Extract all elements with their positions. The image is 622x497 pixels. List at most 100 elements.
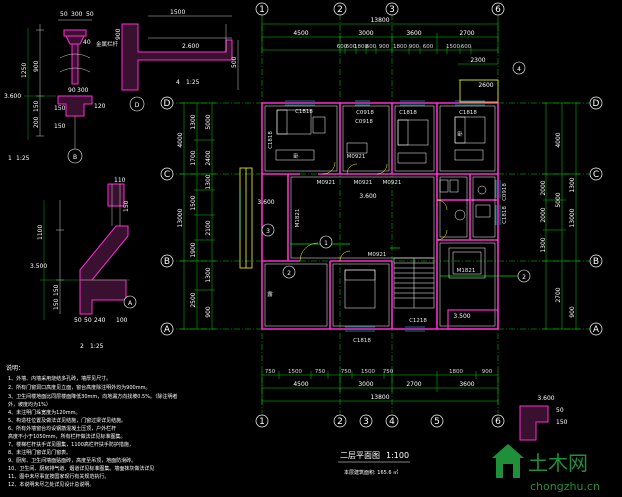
window-tag: C1818 — [502, 206, 508, 224]
level-mark: 3.600 — [4, 93, 21, 100]
notes-heading: 说明： — [6, 364, 24, 372]
watermark-url: chongzhu.cn — [530, 480, 600, 493]
axis-bubble — [359, 414, 373, 428]
dim-right: 900 — [569, 306, 576, 318]
detail-right-bottom: 50 150 — [519, 405, 568, 441]
dim-bottom-1: 750 — [341, 369, 352, 375]
dim-bottom-1: 750 — [315, 369, 326, 375]
axis-bubble — [589, 167, 603, 181]
door-tag: M0921 — [317, 180, 336, 186]
stair — [393, 257, 435, 309]
dimension-text-side: 4000 1300 5000 1700 2400 1300 1500 2100 … — [177, 114, 576, 318]
house-icon — [492, 444, 524, 478]
door-tag: M0921 — [383, 180, 402, 186]
detail-dim: 150 — [33, 100, 40, 112]
window-tag: C0918 — [355, 119, 373, 125]
axis-label-bottom-4: 4 — [389, 417, 395, 427]
axis-bubble — [491, 414, 505, 428]
detail-2-scale: 1:25 — [90, 343, 104, 350]
dim-right: 2000 — [540, 207, 547, 222]
dim-total-bottom: 13800 — [370, 394, 389, 401]
level-mark: 3.500 — [453, 313, 470, 320]
note-line: 6、所有外墙窗台均设钢筋混凝土压顶，户外栏杆 — [8, 425, 116, 432]
door-tag: M0921 — [354, 180, 373, 186]
axis-label-1: 1 — [259, 5, 265, 15]
level-mark: 3.600 — [257, 199, 274, 206]
dim-sub: 600 — [423, 44, 434, 50]
dim-left: 1300 — [205, 267, 212, 282]
level-mark: 3.500 — [30, 263, 47, 270]
door-tag: M0921 — [368, 252, 387, 258]
window-tag: C1218 — [409, 318, 427, 324]
detail-section-mark: B — [73, 154, 77, 161]
dim-left: 5000 — [205, 114, 212, 129]
dim-right: 2000 — [540, 180, 547, 195]
dim-bottom-1: 750 — [265, 369, 276, 375]
note-line: 5、构造柱位置及做法详见结施，门窗过梁详见结施。 — [8, 417, 126, 424]
callout-label: 2 — [522, 274, 526, 281]
axis-bubble — [255, 2, 269, 16]
dim-sub: 1500 — [446, 44, 460, 50]
window-tag: C1818 — [353, 338, 371, 344]
dim-seg: 4500 — [293, 30, 308, 37]
axis-bubble — [160, 254, 174, 268]
dimension-text-bottom: 750 1500 750 750 1500 750 1800 900 4500 … — [265, 369, 493, 401]
dim-sub: 1800 — [393, 44, 407, 50]
axis-label-D-right: D — [593, 99, 600, 109]
axis-bubble — [589, 96, 603, 110]
watermark: 土木网 chongzhu.cn — [492, 444, 600, 493]
door-swings — [299, 161, 448, 262]
dim-bottom-2: 2700 — [406, 381, 421, 388]
dimension-lines-bottom — [261, 371, 499, 405]
level-mark: 2600 — [478, 82, 493, 89]
axis-bubble — [430, 414, 444, 428]
axis-label-bottom-1: 1 — [259, 417, 265, 427]
detail-dim: 200 — [33, 116, 40, 128]
dim-right: 1300 — [540, 237, 547, 252]
detail-dim: 90 — [68, 87, 76, 94]
axis-label-B-right: B — [593, 257, 599, 267]
detail-dim: 50 — [74, 317, 82, 324]
detail-dim: 1250 — [21, 63, 28, 78]
dim-left: 1300 — [205, 174, 212, 189]
axis-bubbles — [160, 2, 603, 428]
detail-section-mark: D — [135, 102, 140, 109]
windows — [239, 100, 501, 332]
axis-bubble — [385, 414, 399, 428]
detail-4-scale: 1:25 — [186, 79, 200, 86]
dim-sub: 600 — [346, 44, 357, 50]
detail-1-number: 1 — [8, 155, 12, 162]
detail-dim: 300 — [71, 11, 83, 18]
drawing-subtitle: 本层建筑面积: 165.6 ㎡ — [344, 469, 398, 476]
detail-dim: 50 — [86, 11, 94, 18]
dim-right: 2700 — [555, 287, 562, 302]
detail-2-number: 2 — [80, 343, 84, 350]
window-tag: C0918 — [502, 183, 508, 201]
detail-dim: 50 — [60, 11, 68, 18]
dim-sub: 1800 — [354, 44, 368, 50]
dimension-lines-side — [180, 102, 580, 330]
axis-bubble — [589, 322, 603, 336]
note-line: 9、厨房、卫生间墙面贴面砖，高度至吊顶，地面防滑砖。 — [8, 457, 136, 464]
dim-left: 1700 — [190, 150, 197, 165]
detail-dim: 1100 — [37, 225, 44, 240]
detail-dim: 150 — [54, 123, 66, 130]
dim-seg: 3000 — [358, 30, 373, 37]
note-line: 11、图中未尽事宜按国家现行有关规范执行。 — [8, 473, 109, 480]
notes: 说明： 1、外墙、内墙采用烧结多孔砖，墙厚见尺寸。 2、所有门窗洞口高度见立面，… — [6, 364, 178, 488]
note-line: 12、本说明未尽之处详见设计总说明。 — [8, 481, 94, 488]
dim-bottom-1: 1500 — [288, 369, 302, 375]
detail-dim: 150 — [123, 200, 130, 212]
dim-sub: 600 — [461, 44, 472, 50]
window-tag: C1818 — [295, 109, 313, 115]
dim-bottom-1: 750 — [383, 369, 394, 375]
axis-label-bottom-6: 6 — [495, 417, 501, 427]
note-line: 高度不小于1050mm，所有栏杆做法详见标准图集。 — [8, 433, 125, 440]
dim-left-total: 13000 — [177, 208, 184, 227]
callout-labels: 1 2 3 4 2 — [266, 66, 526, 281]
detail-dim: 110 — [114, 177, 126, 184]
axis-label-C: C — [164, 170, 170, 180]
detail-dim: 240 — [94, 317, 106, 324]
window-tag: C1818 — [459, 110, 477, 116]
